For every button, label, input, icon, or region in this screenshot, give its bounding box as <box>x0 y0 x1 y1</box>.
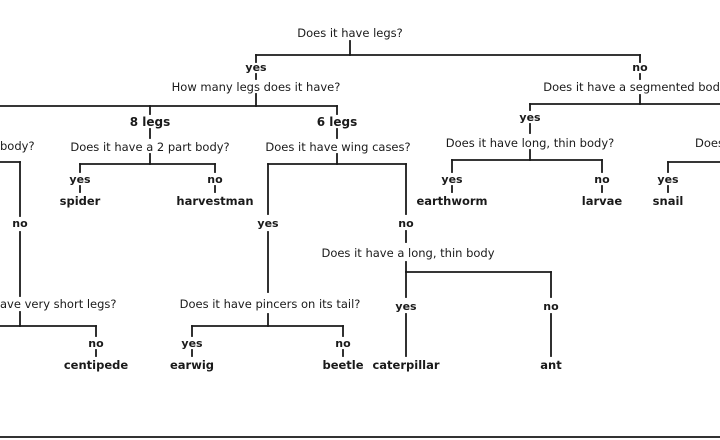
answer-no-short-legs: no <box>88 337 104 350</box>
bottom-divider <box>0 436 720 438</box>
answer-yes-right: yes <box>657 173 679 186</box>
question-pincers: Does it have pincers on its tail? <box>179 297 361 311</box>
answer-yes-long-thin-2: yes <box>441 173 463 186</box>
answer-no-legs: no <box>632 61 648 74</box>
leaf-earwig: earwig <box>169 358 215 372</box>
branch-8-legs: 8 legs <box>129 115 171 129</box>
branch-6-legs: 6 legs <box>316 115 358 129</box>
answer-no-body: no <box>12 217 28 230</box>
question-two-part-body: Does it have a 2 part body? <box>70 140 230 154</box>
leaf-beetle: beetle <box>322 358 364 372</box>
leaf-larvae: larvae <box>581 194 623 208</box>
question-right-partial: Does <box>695 136 720 150</box>
answer-no-long-thin: no <box>543 300 559 313</box>
question-long-thin-body-2: Does it have long, thin body? <box>445 136 615 150</box>
answer-yes-two-part: yes <box>69 173 91 186</box>
answer-no-long-thin-2: no <box>594 173 610 186</box>
answer-no-two-part: no <box>207 173 223 186</box>
answer-yes-wing-cases: yes <box>257 217 279 230</box>
question-how-many-legs: How many legs does it have? <box>171 80 341 94</box>
leaf-earthworm: earthworm <box>416 194 488 208</box>
question-long-thin-body: Does it have a long, thin body <box>321 246 495 260</box>
answer-yes-legs: yes <box>245 61 267 74</box>
question-wing-cases: Does it have wing cases? <box>265 140 411 154</box>
question-body-partial: body? <box>0 139 35 153</box>
answer-no-wing-cases: no <box>398 217 414 230</box>
answer-no-pincers: no <box>335 337 351 350</box>
question-very-short-legs-partial: ave very short legs? <box>0 297 117 311</box>
leaf-centipede: centipede <box>63 358 129 372</box>
answer-yes-segmented: yes <box>519 111 541 124</box>
leaf-snail: snail <box>652 194 684 208</box>
leaf-ant: ant <box>540 358 562 372</box>
answer-yes-long-thin: yes <box>395 300 417 313</box>
leaf-harvestman: harvestman <box>176 194 254 208</box>
question-segmented-body: Does it have a segmented body? <box>543 80 720 94</box>
question-has-legs: Does it have legs? <box>297 26 403 40</box>
answer-yes-pincers: yes <box>181 337 203 350</box>
leaf-caterpillar: caterpillar <box>372 358 440 372</box>
leaf-spider: spider <box>59 194 101 208</box>
